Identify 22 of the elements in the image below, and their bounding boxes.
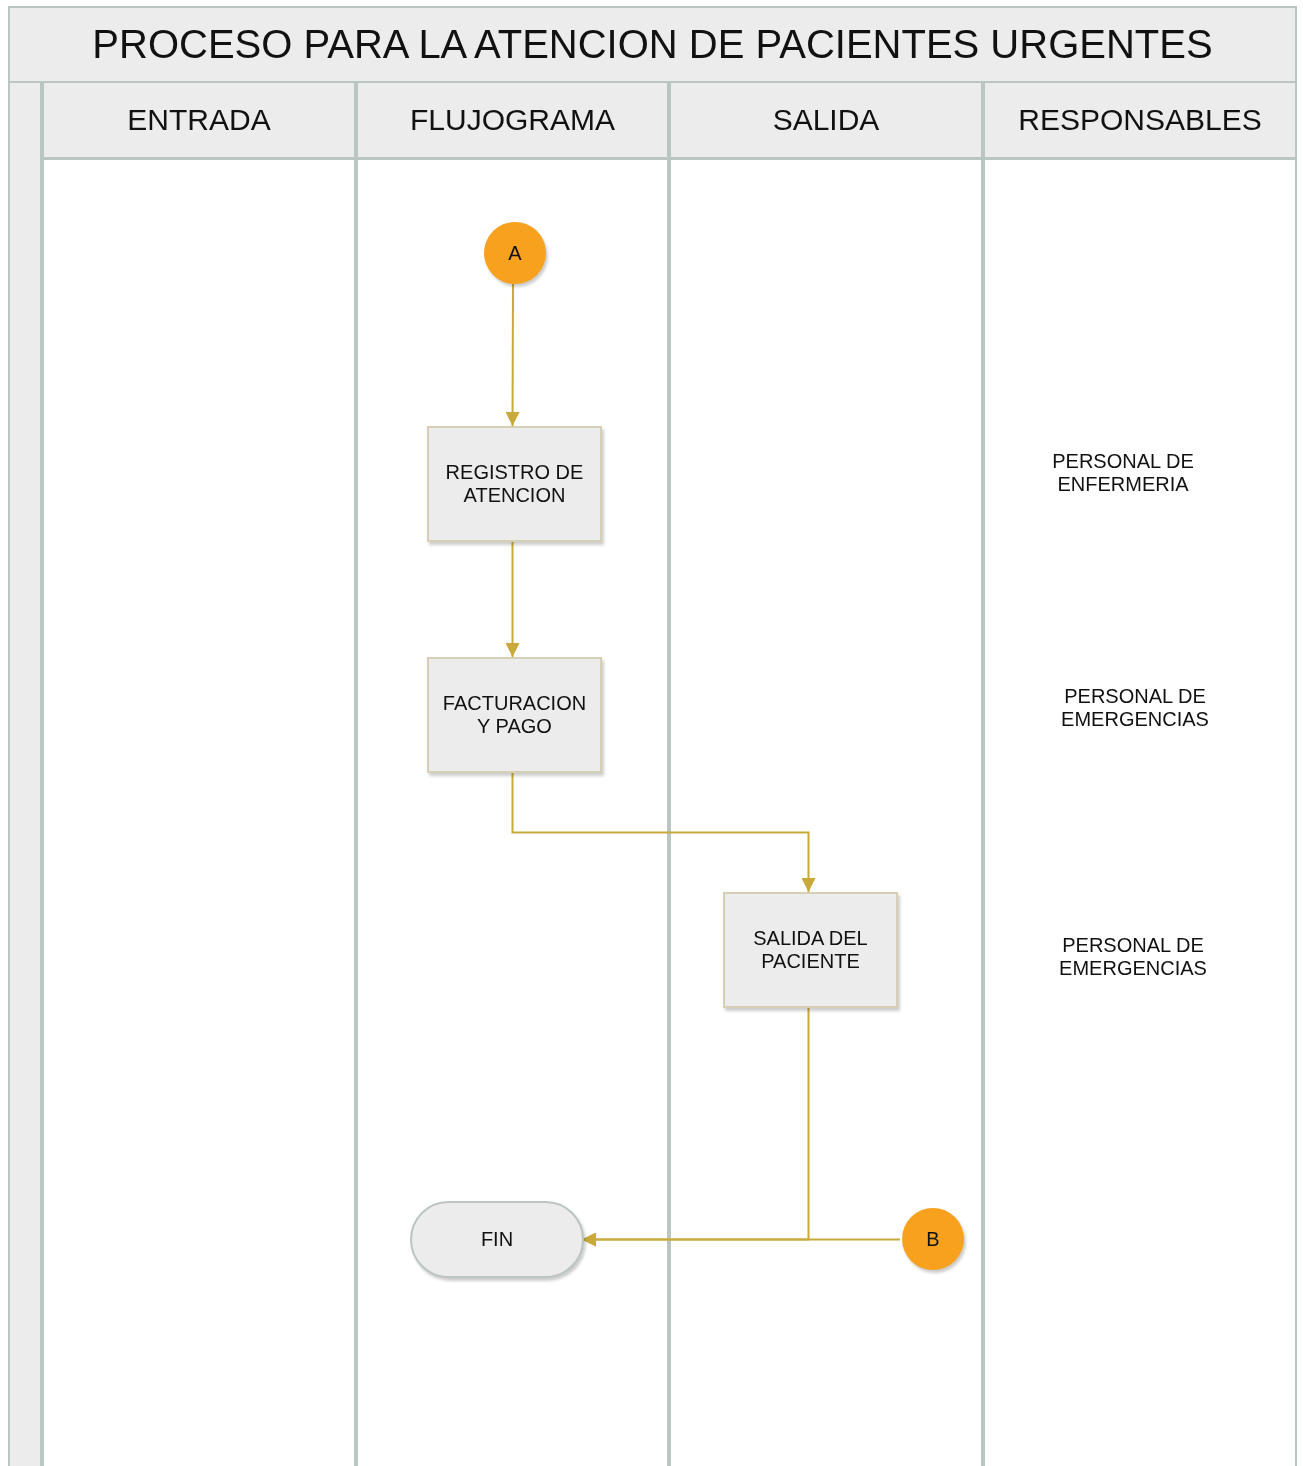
responsible-text: PERSONAL DE ENFERMERIA (1051, 450, 1195, 496)
diagram-title: PROCESO PARA LA ATENCION DE PACIENTES URGENTES (8, 6, 1297, 83)
lane-header: FLUJOGRAMA (358, 83, 667, 160)
arrow (505, 283, 520, 427)
swimlane (983, 83, 1297, 1466)
swimlane (669, 83, 983, 1466)
lane-header: SALIDA (671, 83, 981, 160)
responsible-text: PERSONAL DE EMERGENCIAS (1060, 685, 1210, 731)
swimlane (42, 83, 356, 1466)
responsible-text: PERSONAL DE EMERGENCIAS (1058, 934, 1208, 980)
process-box: SALIDA DEL PACIENTE (723, 892, 898, 1008)
arrow (581, 1232, 901, 1247)
arrow (511, 772, 816, 893)
connector-circle: B (902, 1208, 964, 1270)
connector-circle: A (484, 222, 546, 284)
lane-header: ENTRADA (44, 83, 354, 160)
process-box: REGISTRO DE ATENCION (427, 426, 602, 542)
terminator-shape: FIN (410, 1201, 584, 1278)
process-box: FACTURACION Y PAGO (427, 657, 602, 773)
lane-header: RESPONSABLES (985, 83, 1295, 160)
swimlane (356, 83, 669, 1466)
arrow (505, 541, 520, 658)
